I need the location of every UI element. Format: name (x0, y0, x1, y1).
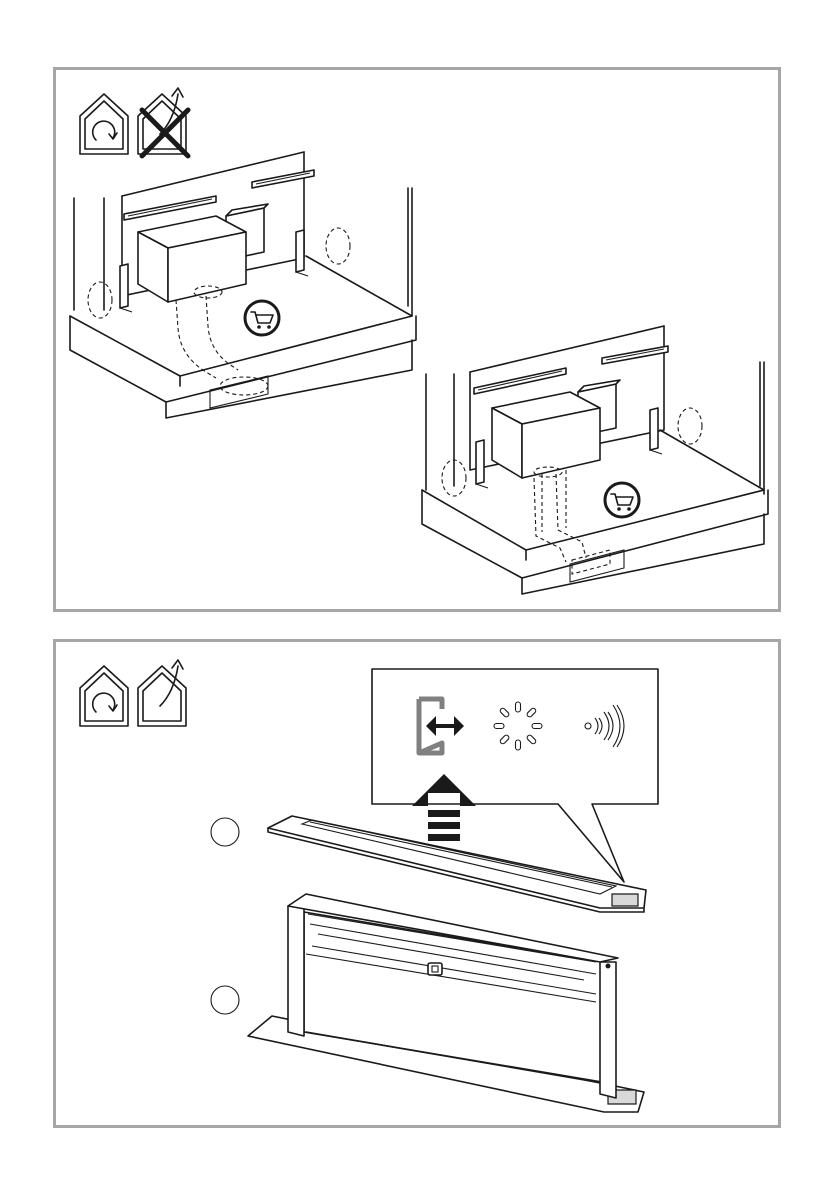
shopping-cart-icon (605, 483, 639, 517)
top-panel-drawing (56, 70, 784, 615)
top-instruction-panel (53, 67, 781, 612)
shopping-cart-icon (245, 301, 279, 335)
downdraft-hood-icon (248, 894, 644, 1112)
filter-cover-lift-icon (268, 774, 646, 912)
cabinet-install-left-icon (70, 152, 416, 418)
exit-arrows-icon (419, 699, 464, 753)
extraction-house-crossed-icon (138, 88, 188, 156)
wireless-signal-icon (585, 705, 624, 747)
loading-spinner-icon (494, 702, 542, 750)
recirculation-house-icon (80, 666, 128, 726)
recirculation-house-icon (80, 94, 128, 154)
cabinet-install-right-icon (422, 326, 768, 594)
step-circle-1 (211, 818, 239, 846)
bottom-panel-drawing (56, 642, 784, 1131)
step-circle-2 (211, 986, 239, 1014)
extraction-house-icon (138, 660, 186, 726)
bottom-instruction-panel (53, 639, 781, 1128)
